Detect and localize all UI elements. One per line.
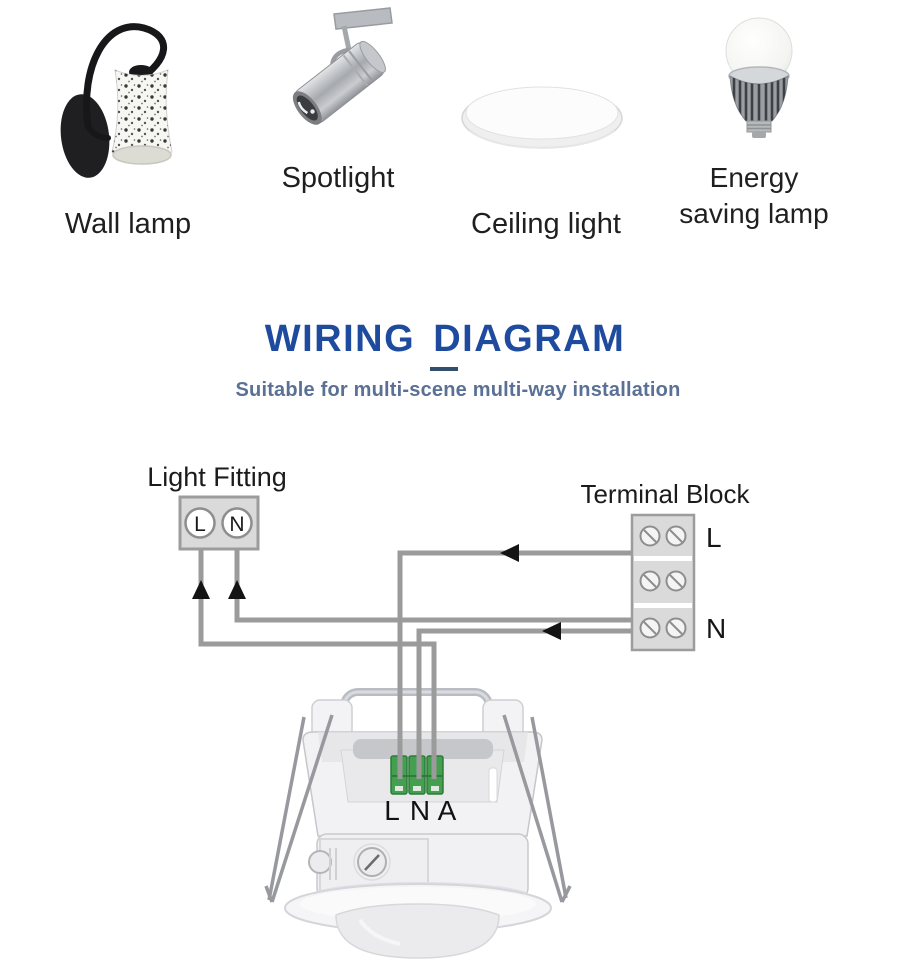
spotlight-label: Spotlight — [281, 162, 395, 194]
flow-arrow-left-neutral — [542, 622, 561, 640]
terminal-block-box: L N — [630, 513, 726, 652]
energy-saving-lamp-label: Energy saving lamp — [679, 162, 829, 229]
flow-arrow-left-live — [500, 544, 519, 562]
sensor-dome — [335, 903, 500, 959]
track-mount — [333, 7, 393, 30]
flow-arrow-up-left — [192, 580, 210, 599]
ceiling-light-label: Ceiling light — [471, 208, 621, 240]
light-fitting-terminal-l: L — [194, 513, 206, 536]
energy-saving-lamp-image — [725, 17, 793, 138]
terminal-block-row-l: L — [706, 522, 722, 553]
light-fitting-terminal-n: N — [229, 513, 244, 536]
terminal-block-label: Terminal Block — [580, 479, 750, 509]
sensor-terminal-n-label: N — [410, 795, 430, 826]
ceiling-light-image — [461, 86, 623, 149]
side-slot — [488, 767, 498, 803]
adjust-dial — [353, 843, 391, 881]
drum-face — [465, 86, 619, 140]
wall-lamp-image — [60, 23, 173, 178]
wall-plate — [60, 94, 110, 178]
shade-opening — [112, 145, 172, 165]
title-underline — [430, 367, 458, 371]
edge-dial — [308, 850, 332, 874]
terminal-block-row-n: N — [706, 613, 726, 644]
lamp-arm — [83, 23, 167, 130]
wire-block-n-to-sensor-n — [416, 628, 633, 779]
sensor-terminal-a-label: A — [438, 795, 457, 826]
light-fitting-label: Light Fitting — [147, 462, 287, 492]
wire-light-n-to-block-n — [234, 549, 633, 623]
wire-block-l-to-sensor-l — [397, 550, 633, 779]
motion-sensor-illustration: L N A — [264, 688, 572, 959]
terminal-screws — [639, 525, 687, 639]
sensor-terminal-l-label: L — [384, 795, 400, 826]
page-title: WIRING DIAGRAM — [264, 318, 626, 360]
flow-arrow-up-right — [228, 580, 246, 599]
light-fitting-box: L N — [178, 495, 260, 551]
mount-bar — [353, 739, 493, 759]
page-subtitle: Suitable for multi-scene multi-way insta… — [235, 379, 681, 401]
spotlight-body — [292, 40, 386, 125]
spotlight-image — [292, 7, 393, 125]
wall-lamp-label: Wall lamp — [64, 208, 192, 240]
spring-clips — [264, 714, 572, 903]
